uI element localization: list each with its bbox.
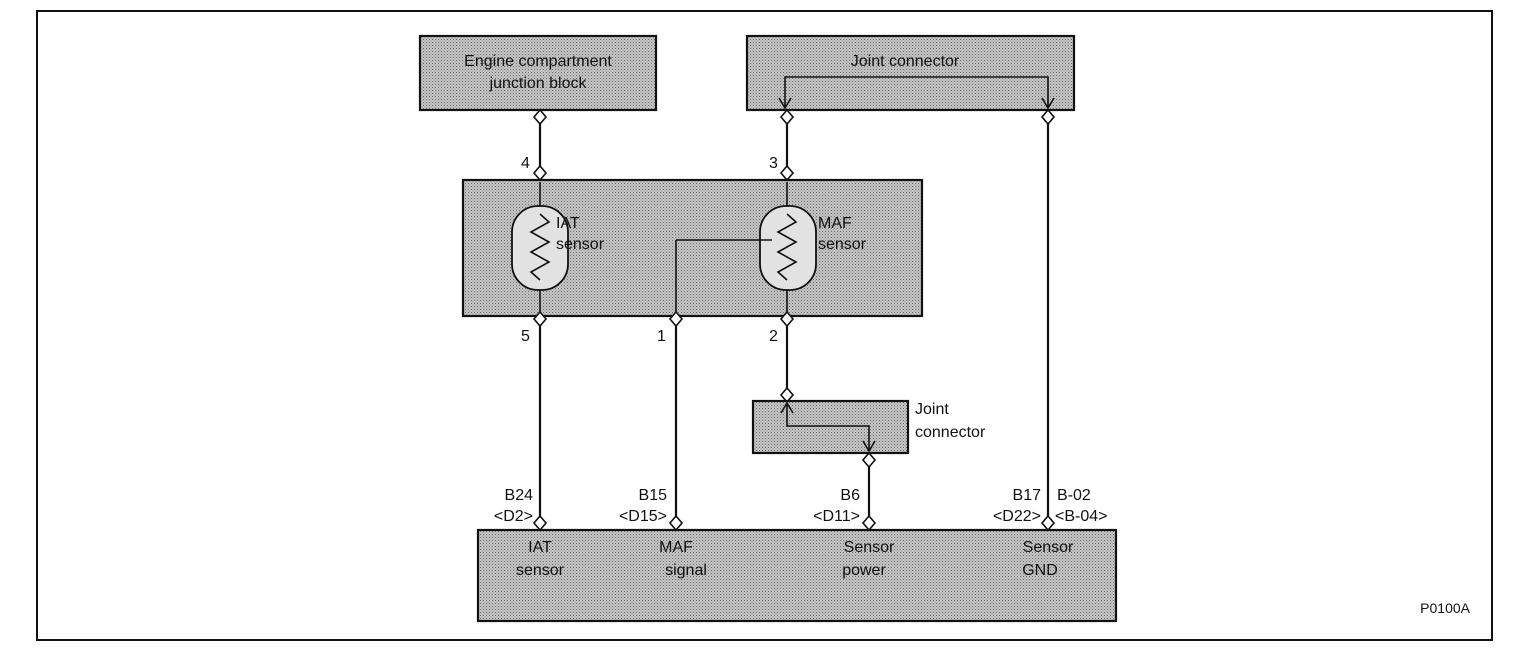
maf-sensor-label-line2: sensor — [818, 236, 867, 253]
terminal-alt-d2: <D2> — [494, 508, 533, 525]
connector-diamond — [532, 108, 548, 126]
iat-sensor-label-line1: IAT — [556, 215, 580, 232]
terminal-alt-b04: <B-04> — [1055, 508, 1107, 525]
ecm-label-power-line2: power — [842, 562, 886, 579]
joint-connector-mid-label-line2: connector — [915, 424, 986, 441]
pin-number-3: 3 — [769, 155, 778, 172]
connector-diamond — [779, 386, 795, 404]
pin-number-4: 4 — [521, 155, 530, 172]
ecm-label-power-line1: Sensor — [844, 539, 895, 556]
junction-block-label-line1: Engine compartment — [464, 53, 612, 70]
joint-connector-top: Joint connector — [745, 34, 1076, 112]
pin-number-5: 5 — [521, 328, 530, 345]
iat-sensor-element: IAT sensor — [511, 182, 605, 314]
connector-diamond — [668, 310, 684, 328]
pin-number-1: 1 — [657, 328, 666, 345]
ecm-block: IAT sensor MAF signal Sensor power Senso… — [476, 528, 1118, 623]
connector-diamond — [779, 310, 795, 328]
terminal-code-b17: B17 — [1013, 487, 1042, 504]
terminal-alt-d15: <D15> — [619, 508, 667, 525]
ecm-label-iat-line2: sensor — [516, 562, 565, 579]
iat-sensor-label-line2: sensor — [556, 236, 605, 253]
pin-number-2: 2 — [769, 328, 778, 345]
connector-diamond — [668, 514, 684, 532]
ecm-label-gnd-line1: Sensor — [1023, 539, 1074, 556]
figure-code: P0100A — [1420, 600, 1470, 616]
ecm-label-maf-line1: MAF — [659, 539, 693, 556]
diagram-frame — [36, 10, 1493, 641]
connector-diamond — [779, 108, 795, 126]
connector-diamond — [779, 164, 795, 182]
ecm-label-maf-line2: signal — [665, 562, 707, 579]
ecm-label-gnd-line2: GND — [1022, 562, 1058, 579]
terminal-code-b6: B6 — [840, 487, 860, 504]
maf-iat-sensor-block: IAT sensor MAF sensor — [461, 178, 924, 318]
connector-diamond — [861, 451, 877, 469]
joint-connector-top-label: Joint connector — [851, 53, 960, 70]
terminal-code-b15: B15 — [639, 487, 668, 504]
maf-sensor-label-line1: MAF — [818, 215, 852, 232]
maf-sensor-element: MAF sensor — [675, 182, 867, 314]
connector-diamond — [1040, 108, 1056, 126]
joint-connector-mid: Joint connector — [751, 399, 986, 455]
terminal-alt-d22: <D22> — [993, 508, 1041, 525]
connector-diamond — [1040, 514, 1056, 532]
connector-diamond — [532, 310, 548, 328]
junction-block-label-line2: junction block — [489, 75, 588, 92]
joint-connector-mid-label-line1: Joint — [915, 401, 949, 418]
connector-diamond — [532, 164, 548, 182]
terminal-code-b02: B-02 — [1057, 487, 1091, 504]
connector-diamond — [532, 514, 548, 532]
connector-diamond — [861, 514, 877, 532]
engine-compartment-junction-block: Engine compartment junction block — [418, 34, 658, 112]
terminal-alt-d11: <D11> — [813, 508, 860, 525]
ecm-label-iat-line1: IAT — [528, 539, 552, 556]
terminal-code-b24: B24 — [505, 487, 534, 504]
